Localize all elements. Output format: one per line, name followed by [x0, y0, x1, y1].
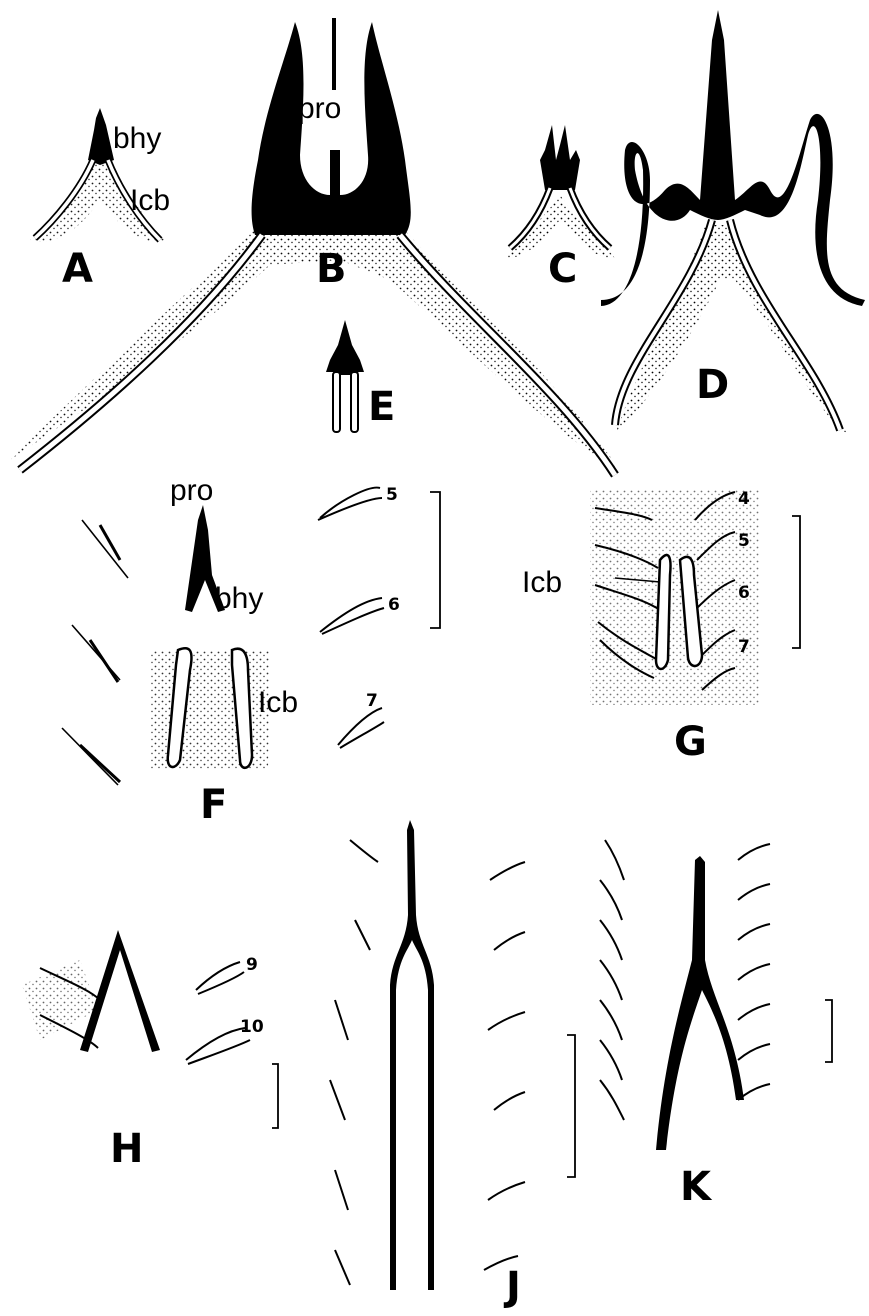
panel-f-label: F — [200, 782, 227, 828]
panel-g-number-6: 6 — [738, 583, 750, 603]
panel-g-icb-label: Icb — [522, 566, 562, 599]
panel-g-label: G — [674, 719, 707, 765]
panel-b-pro-label: pro — [298, 92, 341, 125]
panel-f-number-6: 6 — [388, 595, 400, 615]
panel-a-label: A — [62, 246, 93, 292]
panel-a-bhy-label: bhy — [113, 122, 161, 155]
panel-g-number-4: 4 — [738, 489, 750, 509]
panel-g-number-5: 5 — [738, 531, 750, 551]
panel-f-number-5: 5 — [386, 485, 398, 505]
panel-k-drawing — [600, 840, 832, 1150]
panel-a-icb-label: Icb — [130, 184, 170, 217]
panel-f-icb-label: Icb — [258, 686, 298, 719]
panel-f-drawing — [62, 488, 440, 785]
panel-f-bhy-label: bhy — [215, 582, 263, 615]
panel-h-number-9: 9 — [246, 955, 258, 975]
panel-c-label: C — [548, 246, 577, 292]
panel-d-label: D — [696, 362, 729, 408]
panel-d-drawing — [601, 10, 865, 435]
panel-c-drawing — [505, 125, 615, 258]
panel-k-label: K — [680, 1164, 713, 1210]
panel-f-number-7: 7 — [366, 691, 378, 711]
panel-h-number-10: 10 — [240, 1017, 264, 1037]
panel-j-drawing — [330, 820, 575, 1290]
panel-b-label: B — [316, 246, 347, 292]
panel-g-number-7: 7 — [738, 637, 750, 657]
panel-e-label: E — [368, 384, 395, 430]
panel-g-drawing — [590, 490, 800, 705]
panel-f-pro-label: pro — [170, 474, 213, 507]
panel-j-label: J — [503, 1264, 521, 1310]
panel-h-label: H — [110, 1126, 143, 1172]
panel-e-drawing — [326, 320, 364, 432]
